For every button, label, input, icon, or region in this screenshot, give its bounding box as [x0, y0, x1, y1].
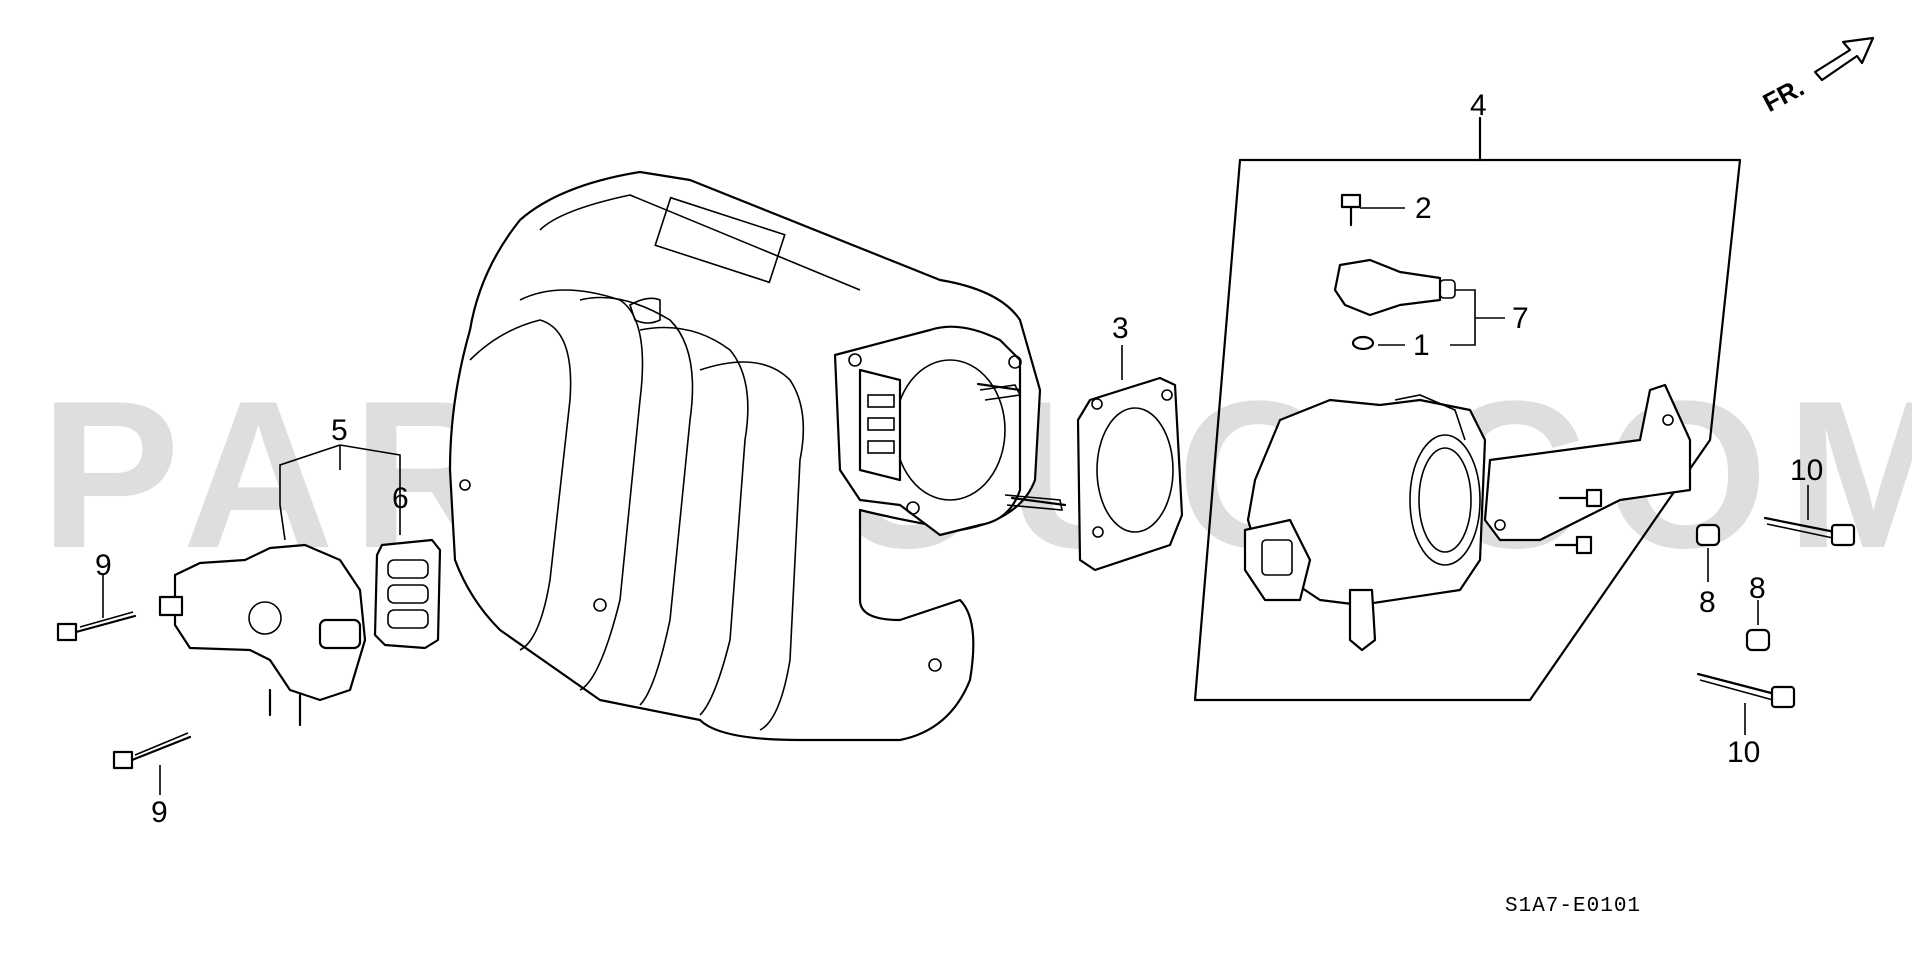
- callout-7: 7: [1512, 302, 1529, 335]
- bolt-9-lower: [112, 732, 192, 770]
- throttle-body-gasket: [1076, 376, 1184, 572]
- throttle-body: [1243, 394, 1487, 652]
- bolt-10-upper: [1763, 516, 1856, 547]
- front-direction-label: FR.: [1758, 72, 1809, 118]
- assembly-frame-4: [1193, 158, 1742, 702]
- nut-8-upper: [1695, 523, 1721, 547]
- callout-9-upper: 9: [95, 549, 112, 582]
- callout-6: 6: [392, 482, 409, 515]
- map-sensor: [1333, 258, 1456, 317]
- callout-1: 1: [1413, 329, 1430, 362]
- screw: [1340, 193, 1362, 227]
- leader-lines: [102, 207, 1809, 795]
- manifold-studs: [976, 382, 1067, 507]
- throttle-cable-bracket: [1483, 383, 1692, 542]
- callout-9-lower: 9: [151, 796, 168, 829]
- nut-8-lower: [1745, 628, 1771, 652]
- callout-4: 4: [1470, 89, 1487, 122]
- callout-8-left: 8: [1699, 586, 1716, 619]
- bolt-9-upper: [56, 611, 137, 642]
- callout-10-lower: 10: [1727, 736, 1760, 769]
- front-direction-arrow-icon: [1813, 36, 1875, 82]
- iac-valve-gasket: [373, 538, 442, 650]
- intake-manifold: [448, 170, 1063, 742]
- callout-3: 3: [1112, 312, 1129, 345]
- callout-2: 2: [1415, 192, 1432, 225]
- bolt-10-lower: [1696, 672, 1796, 709]
- callout-8-right: 8: [1749, 572, 1766, 605]
- callout-10-upper: 10: [1790, 454, 1823, 487]
- diagram-code: S1A7-E0101: [1505, 895, 1642, 918]
- callout-5: 5: [331, 414, 348, 447]
- o-ring: [1351, 335, 1375, 351]
- idle-air-control-valve: [158, 543, 367, 727]
- bracket-bolts: [1554, 488, 1603, 555]
